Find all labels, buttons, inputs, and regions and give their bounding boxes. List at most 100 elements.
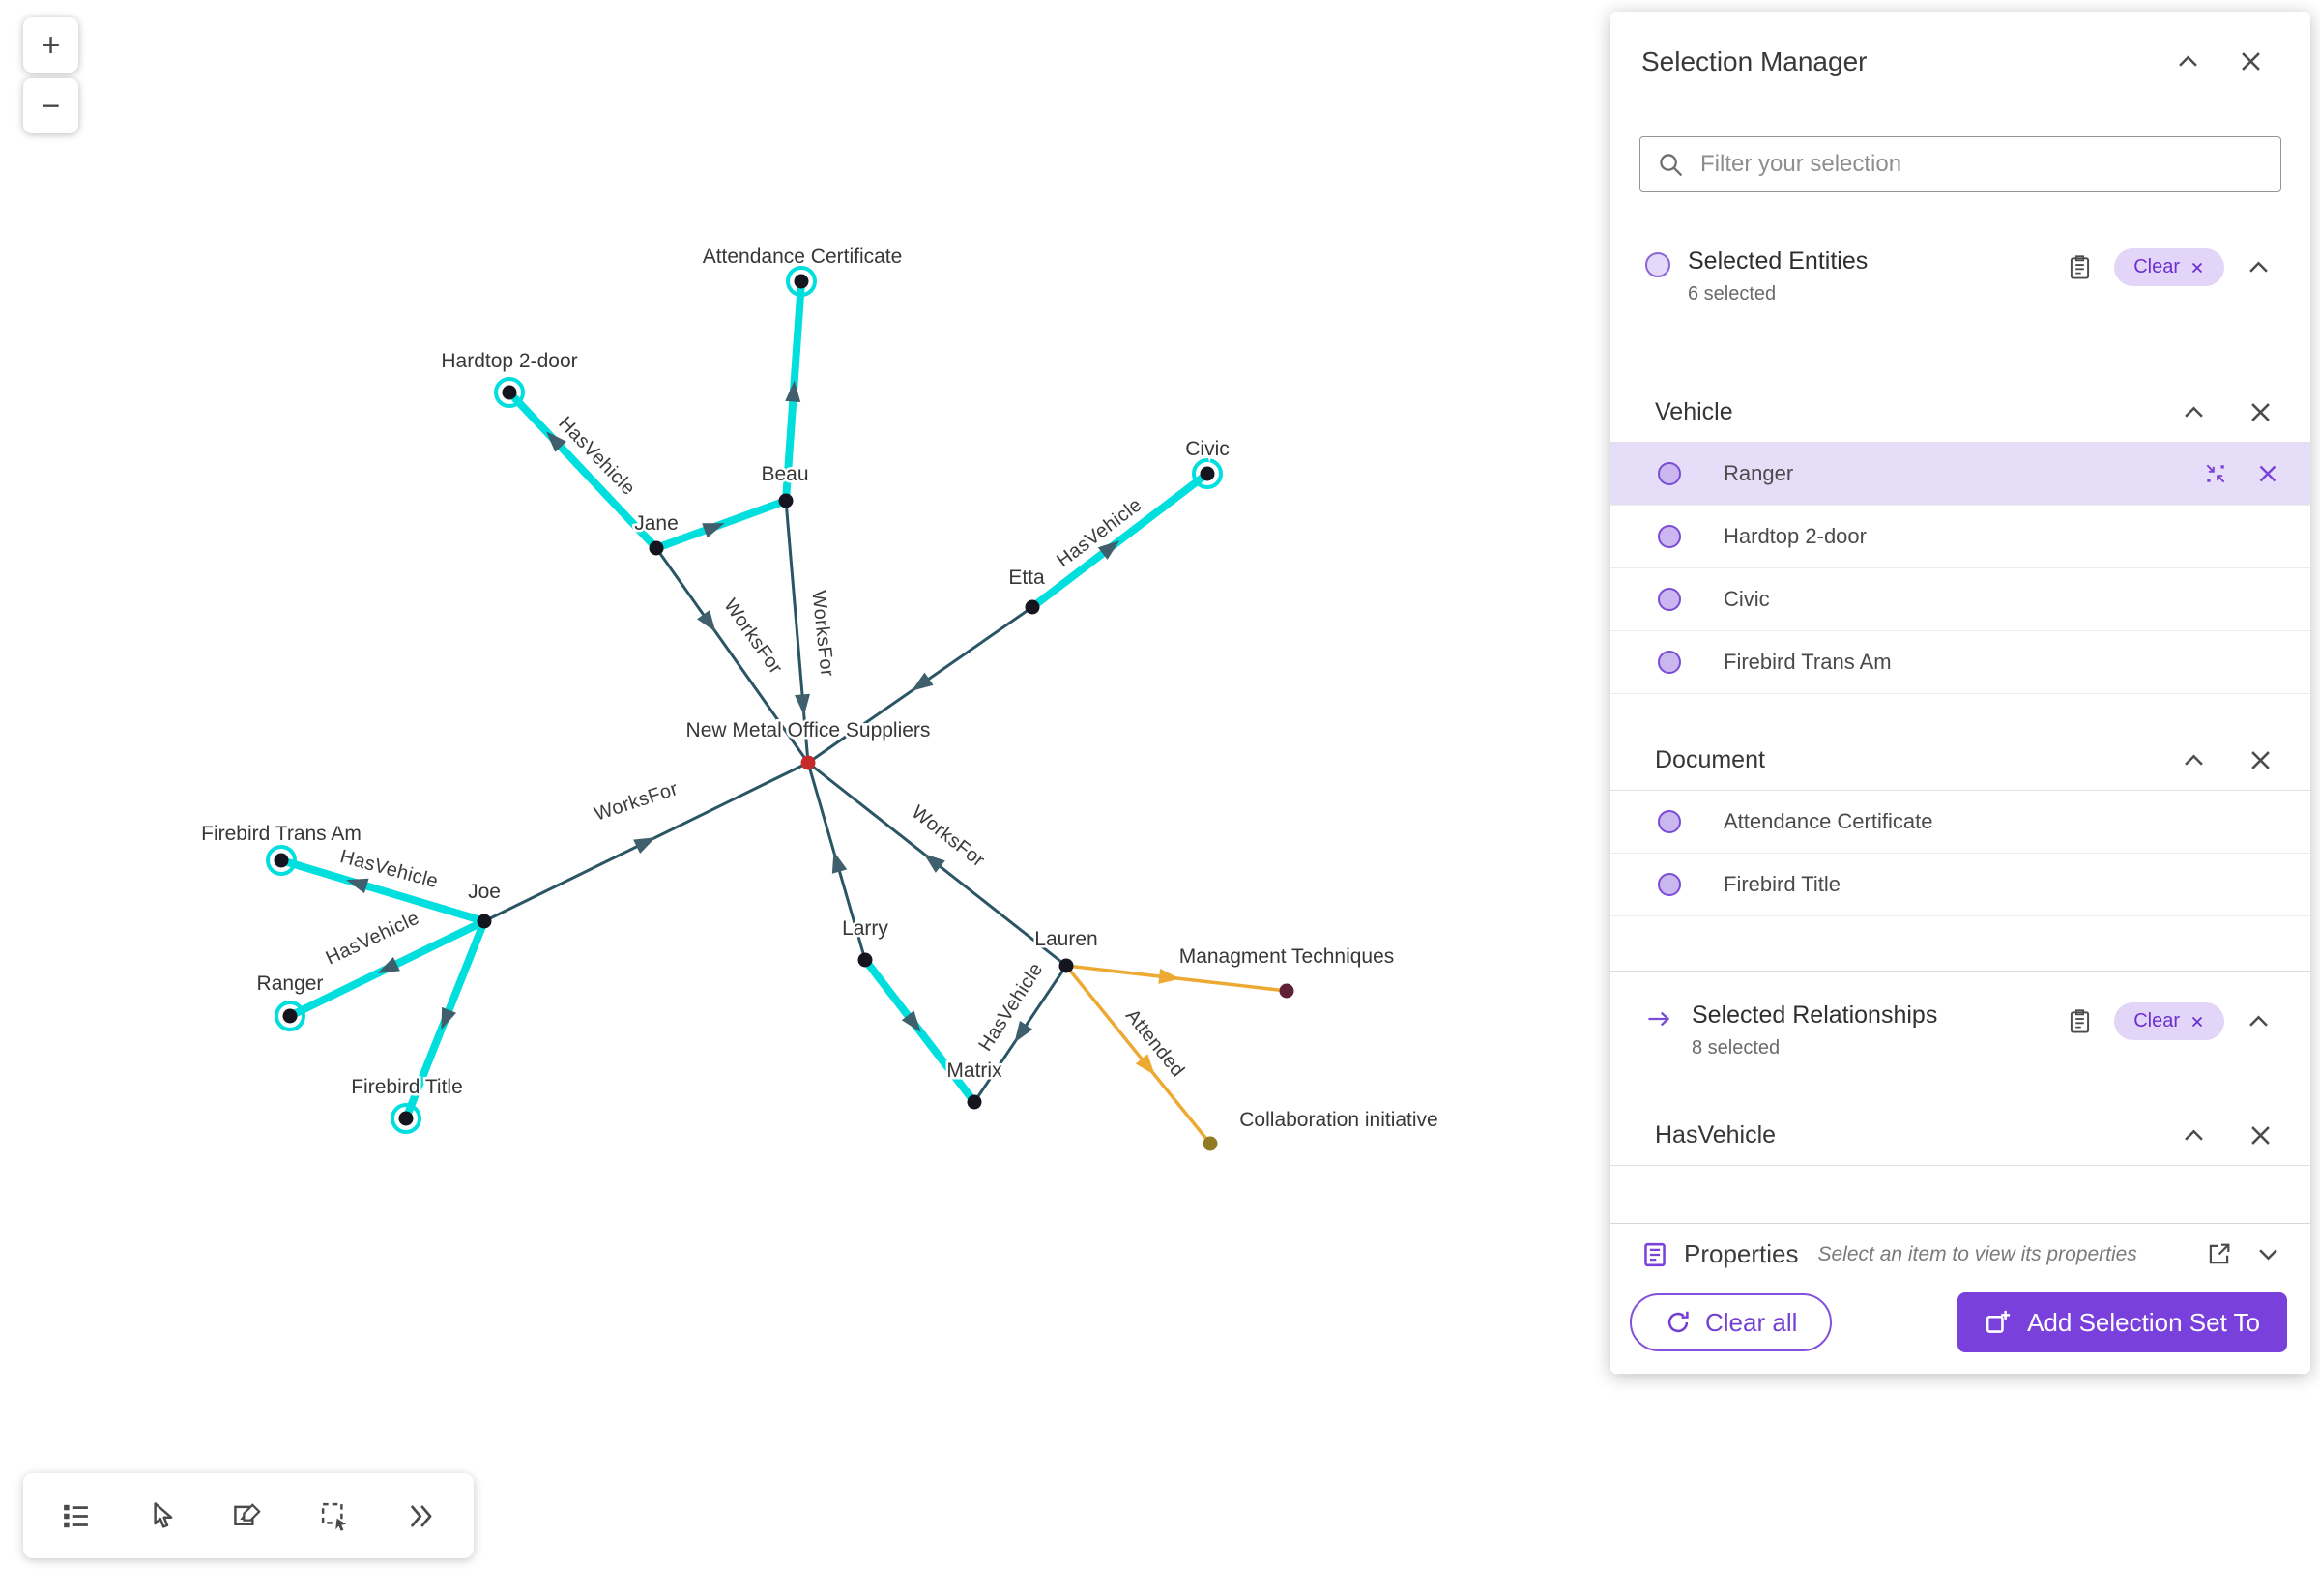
entity-circle-icon (1658, 588, 1681, 611)
node-lauren[interactable] (1058, 958, 1074, 973)
edge-direction-arrow (923, 853, 945, 873)
edge-direction-arrow (1135, 1054, 1155, 1076)
marquee-select-icon[interactable] (301, 1482, 368, 1550)
node-selection-ring (275, 1001, 305, 1031)
entity-row-firebird-title[interactable]: Firebird Title (1610, 854, 2310, 916)
node-selection-ring (391, 1103, 421, 1134)
edge-jane--new-metal-office-suppliers[interactable] (654, 546, 810, 765)
node-beau[interactable] (778, 493, 794, 508)
edge-direction-arrow (346, 878, 369, 894)
node-larry[interactable] (857, 952, 873, 968)
node-collaboration-initiative[interactable] (1203, 1136, 1218, 1151)
node-hardtop-2-door[interactable] (502, 385, 517, 400)
node-joe[interactable] (477, 914, 492, 929)
node-label: Hardtop 2-door (441, 350, 577, 372)
entity-row-firebird-trans-am[interactable]: Firebird Trans Am (1610, 631, 2310, 694)
add-selection-set-button[interactable]: Add Selection Set To (1958, 1292, 2287, 1352)
filter-selection-input[interactable] (1639, 136, 2281, 192)
clear-all-button[interactable]: Clear all (1630, 1293, 1833, 1351)
relationship-group-hasvehicle: HasVehicle (1610, 1106, 2310, 1166)
node-selection-ring (266, 845, 297, 876)
properties-bar[interactable]: Properties Select an item to view its pr… (1610, 1223, 2310, 1285)
entity-row-attendance-certificate[interactable]: Attendance Certificate (1610, 791, 2310, 854)
node-firebird-trans-am[interactable] (274, 853, 289, 868)
remove-entity-icon[interactable] (2252, 458, 2283, 489)
panel-header: Selection Manager (1610, 12, 2310, 78)
remove-group-button[interactable] (2244, 1118, 2277, 1152)
layer-list-icon[interactable] (42, 1482, 109, 1550)
edge-label: HasVehicle (974, 959, 1047, 1055)
edge-jane--hardtop-2-door[interactable] (506, 389, 660, 552)
edge-etta--civic[interactable] (1029, 470, 1211, 611)
node-label: Beau (761, 463, 808, 485)
edge-joe--firebird-trans-am[interactable] (277, 856, 488, 925)
edge-beau--new-metal-office-suppliers[interactable] (784, 499, 810, 765)
node-label: Attendance Certificate (703, 246, 903, 268)
clear-entities-button[interactable]: Clear (2114, 248, 2224, 286)
zoom-out-button[interactable]: − (23, 78, 78, 133)
selection-list[interactable]: Selected Entities 6 selected Clear Vehic… (1610, 192, 2310, 1223)
reset-icon (1668, 1311, 1689, 1333)
node-jane[interactable] (649, 540, 664, 556)
clipboard-icon[interactable] (2063, 1004, 2097, 1038)
collapse-relationships-button[interactable] (2242, 1004, 2276, 1038)
edge-lauren--collaboration-initiative[interactable] (1064, 964, 1212, 1146)
remove-group-button[interactable] (2244, 743, 2277, 777)
node-new-metal-office-suppliers[interactable] (800, 755, 816, 770)
zoom-in-button[interactable]: + (23, 17, 78, 73)
edge-direction-arrow (546, 431, 566, 452)
expand-properties-button[interactable] (2251, 1237, 2285, 1271)
node-ranger[interactable] (282, 1008, 298, 1024)
add-selection-set-label: Add Selection Set To (2027, 1307, 2260, 1337)
node-label: Joe (468, 881, 501, 903)
collapse-panel-button[interactable] (2171, 44, 2205, 78)
selected-entities-title: Selected Entities (1688, 247, 1869, 275)
node-label: Lauren (1034, 928, 1097, 950)
node-attendance-certificate[interactable] (794, 274, 809, 289)
clear-entities-label: Clear (2133, 256, 2180, 277)
entity-row-civic[interactable]: Civic (1610, 568, 2310, 631)
clear-relationships-label: Clear (2133, 1010, 2180, 1031)
entity-row-ranger[interactable]: Ranger (1610, 443, 2310, 506)
node-etta[interactable] (1025, 599, 1040, 615)
properties-icon (1644, 1242, 1666, 1266)
node-civic[interactable] (1200, 466, 1215, 481)
more-tools-icon[interactable] (388, 1482, 455, 1550)
collapse-group-button[interactable] (2177, 743, 2211, 777)
close-panel-button[interactable] (2234, 44, 2268, 78)
node-label: Jane (634, 512, 679, 535)
edge-label: Attended (1121, 1005, 1189, 1082)
pointer-icon[interactable] (129, 1482, 196, 1550)
relationship-arrow-icon (1648, 1011, 1669, 1027)
entity-row-hardtop-2-door[interactable]: Hardtop 2-door (1610, 506, 2310, 568)
selected-relationships-title: Selected Relationships (1692, 1001, 1938, 1029)
node-label: Larry (842, 917, 888, 940)
zoom-to-entity-icon[interactable] (2200, 458, 2231, 489)
entity-label: Attendance Certificate (1724, 809, 1933, 833)
clear-relationships-button[interactable]: Clear (2114, 1002, 2224, 1040)
node-managment-techniques[interactable] (1279, 983, 1294, 999)
collapse-group-button[interactable] (2177, 1118, 2211, 1152)
open-in-new-icon[interactable] (2202, 1237, 2236, 1271)
selected-relationships-count: 8 selected (1692, 1037, 1781, 1059)
select-features-icon[interactable] (215, 1482, 282, 1550)
node-label: Firebird Trans Am (201, 823, 362, 845)
entity-circle-icon (1658, 873, 1681, 896)
clipboard-icon[interactable] (2063, 250, 2097, 284)
filter-selection (1639, 136, 2281, 192)
add-selection-icon (1986, 1310, 2011, 1333)
node-selection-ring (786, 266, 817, 297)
group-title: HasVehicle (1655, 1121, 1777, 1148)
node-matrix[interactable] (967, 1094, 982, 1110)
node-label: New Metal Office Suppliers (686, 719, 931, 741)
collapse-entities-button[interactable] (2242, 250, 2276, 284)
collapse-group-button[interactable] (2177, 395, 2211, 429)
selection-manager-panel: Selection Manager Selected Entities 6 se… (1610, 12, 2310, 1374)
selected-entities-count: 6 selected (1688, 283, 1777, 305)
node-firebird-title[interactable] (398, 1111, 414, 1126)
edge-label: WorksFor (719, 595, 786, 679)
clear-all-label: Clear all (1705, 1307, 1798, 1337)
remove-group-button[interactable] (2244, 395, 2277, 429)
